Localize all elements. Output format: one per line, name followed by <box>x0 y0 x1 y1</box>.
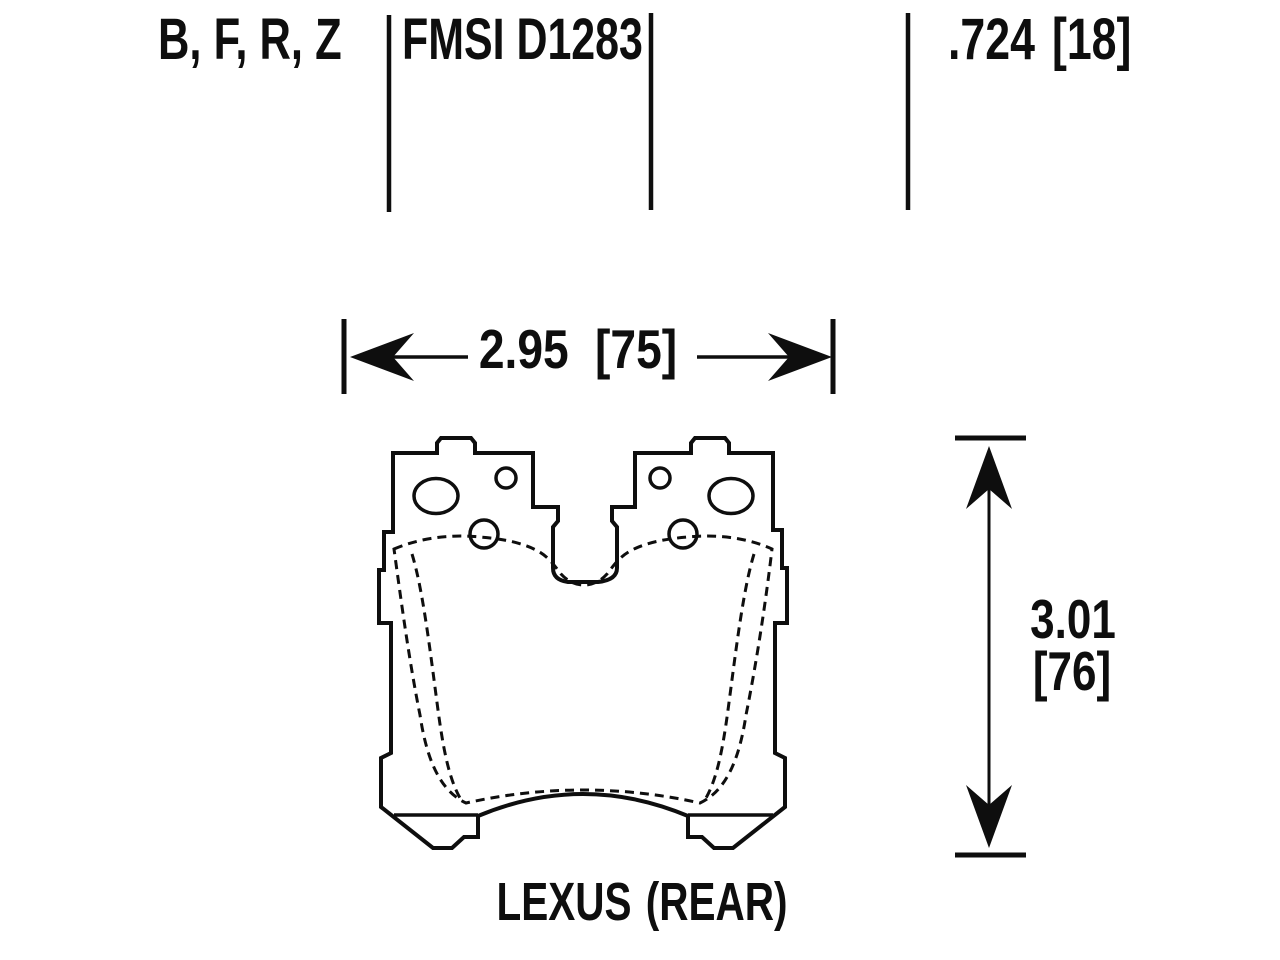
height-dimension-value-mm: [76] <box>1032 640 1112 702</box>
application-label: LEXUS (REAR) <box>496 872 788 932</box>
header-separators <box>386 13 911 212</box>
compound-codes-label: B, F, R, Z <box>158 7 342 72</box>
right-medium-hole <box>667 518 699 550</box>
width-dimension-label: 2.95 [75] <box>478 318 678 380</box>
right-chamfer-line <box>704 553 756 799</box>
friction-material-outline <box>392 534 774 805</box>
left-chamfer-line <box>410 553 462 799</box>
fmsi-number-label: FMSI D1283 <box>402 7 643 72</box>
pad-thickness-label: .724 [18] <box>948 7 1132 72</box>
right-small-hole <box>648 466 672 490</box>
left-small-hole <box>494 466 518 490</box>
height-dimension-value-inches: 3.01 <box>1030 588 1116 650</box>
backing-plate-outline <box>377 436 789 850</box>
height-arrowhead-down <box>966 785 1012 848</box>
width-dimension <box>341 319 836 394</box>
left-large-hole <box>412 476 460 516</box>
height-arrowhead-up <box>966 446 1012 509</box>
height-dimension <box>955 435 1026 858</box>
width-arrowhead-right <box>768 333 832 381</box>
left-medium-hole <box>468 518 500 550</box>
width-arrowhead-left <box>350 333 414 381</box>
right-large-hole <box>707 476 755 516</box>
brake-pad-drawing <box>377 436 789 850</box>
